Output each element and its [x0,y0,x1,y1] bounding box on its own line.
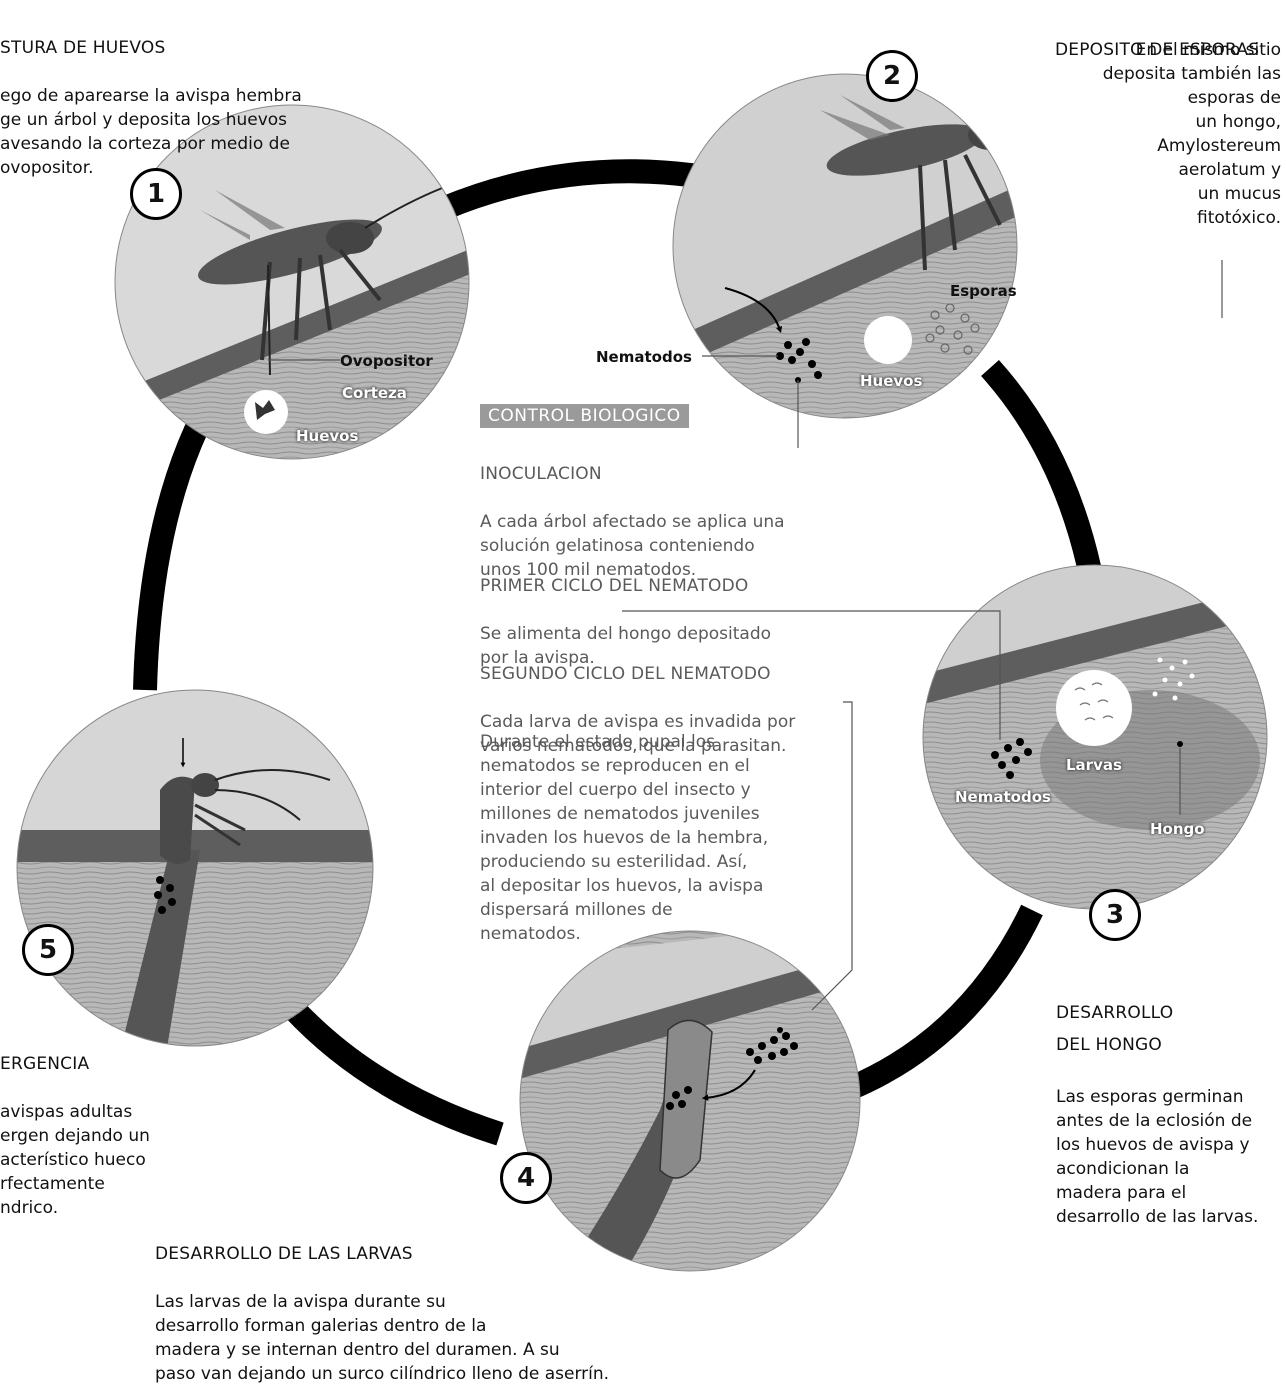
control-header: CONTROL BIOLOGICO [480,404,689,428]
step-5-caption: ERGENCIA avispas adultas ergen dejando u… [0,1028,150,1220]
segundo-ciclo-leader [811,701,853,1011]
primer-ciclo-leader [622,610,1001,740]
label-nematodos-3: Nematodos [955,788,1051,806]
label-larvas: Larvas [1066,756,1122,774]
stage-2-illustration [673,74,1017,418]
inoculacion-text: A cada árbol afectado se aplica una solu… [480,512,785,580]
inoculacion-title: INOCULACION [480,464,602,484]
primer-ciclo-block: PRIMER CICLO DEL NEMATODO Se alimenta de… [480,550,771,670]
step-1-badge: 1 [130,168,182,220]
step-5-text: avispas adultas ergen dejando un acterís… [0,1102,150,1218]
label-hongo: Hongo [1150,820,1205,838]
label-esporas: Esporas [950,282,1017,300]
label-corteza: Corteza [342,384,407,402]
stage-3-illustration [923,565,1267,909]
step-3-badge: 3 [1089,889,1141,941]
primer-ciclo-text: Se alimenta del hongo depositado por la … [480,624,772,668]
step-2-title-block: DEPOSITO DE ESPORAS [1055,14,1259,86]
step-4-title: DESARROLLO DE LAS LARVAS [155,1244,413,1264]
label-nematodos-2: Nematodos [596,348,692,366]
label-huevos-2: Huevos [860,372,923,390]
step-1-caption: STURA DE HUEVOS ego de aparearse la avis… [0,12,302,180]
step-5-title: ERGENCIA [0,1054,90,1074]
step-5-badge: 5 [22,924,74,976]
pupal-text: Durante el estado pupal los nematodos se… [480,732,769,944]
step-4-badge: 4 [500,1152,552,1204]
step-2-badge: 2 [866,50,918,102]
step-2-text: En el mismo sitio deposita también las e… [1102,40,1281,228]
stage-5-illustration [17,690,373,1046]
life-cycle-diagram [16,73,1268,1272]
label-ovopositor: Ovopositor [340,352,433,370]
label-huevos-1: Huevos [296,427,359,445]
inoculacion-block: INOCULACION A cada árbol afectado se apl… [480,438,785,582]
step-4-caption: DESARROLLO DE LAS LARVAS Las larvas de l… [155,1218,609,1386]
step-2-title: DEPOSITO DE ESPORAS [1055,40,1260,60]
step-3-title: DESARROLLO DEL HONGO [1056,1003,1174,1055]
segundo-ciclo-title: SEGUNDO CICLO DEL NEMATODO [480,664,771,684]
step-1-text: ego de aparearse la avispa hembra ge un … [0,86,302,178]
step-4-text: Las larvas de la avispa durante su desar… [155,1292,610,1384]
segundo-ciclo-block: SEGUNDO CICLO DEL NEMATODO Cada larva de… [480,638,795,758]
step-1-title: STURA DE HUEVOS [0,38,166,58]
step-3-text: Las esporas germinan antes de la eclosió… [1056,1087,1259,1227]
primer-ciclo-title: PRIMER CICLO DEL NEMATODO [480,576,749,596]
segundo-ciclo-text: Cada larva de avispa es invadida por var… [480,712,796,756]
step-3-caption: DESARROLLO DEL HONGO Las esporas germina… [1056,973,1258,1229]
